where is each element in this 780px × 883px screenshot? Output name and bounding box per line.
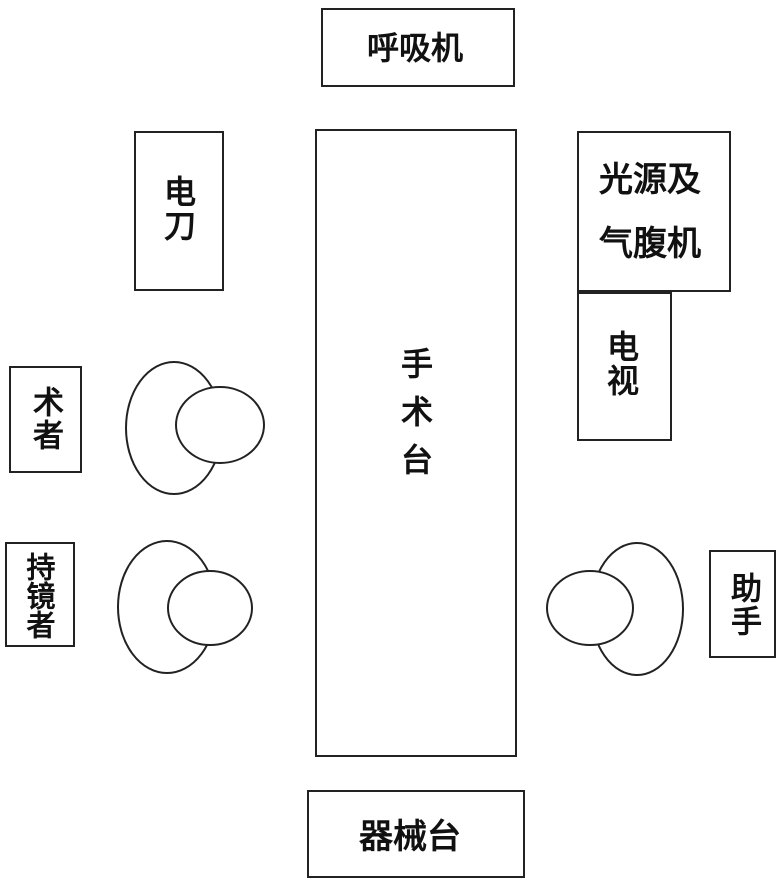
assistant-head [546, 570, 634, 646]
surgeon-head [175, 386, 265, 464]
scope-holder-figure [117, 540, 253, 674]
surgeon-box: 术者 [9, 366, 82, 473]
ventilator-label: 呼吸机 [367, 29, 464, 67]
instrument-table-box: 器械台 [307, 790, 525, 878]
ventilator-box: 呼吸机 [321, 8, 515, 87]
video-monitor-box: 电视 [577, 292, 672, 441]
instrument-table-label: 器械台 [359, 817, 461, 857]
operating-table-label: 手术台 [396, 347, 434, 491]
operating-table: 手术台 [315, 129, 517, 757]
light-source-insufflator-box: 光源及 气腹机 [577, 131, 731, 292]
assistant-box: 助手 [709, 550, 776, 658]
scope-holder-head [167, 570, 253, 646]
assistant-label: 助手 [725, 572, 761, 638]
assistant-figure [546, 542, 684, 676]
surgeon-label: 术者 [27, 386, 63, 452]
surgeon-figure [125, 361, 265, 495]
scope-holder-label: 持镜者 [22, 552, 56, 639]
video-monitor-label: 电视 [602, 330, 640, 398]
electrosurgical-knife-label: 电刀 [159, 175, 197, 243]
insufflator-label: 气腹机 [599, 224, 701, 264]
electrosurgical-knife-box: 电刀 [134, 131, 224, 291]
light-source-label: 光源及 [599, 160, 701, 200]
scope-holder-box: 持镜者 [5, 542, 75, 647]
